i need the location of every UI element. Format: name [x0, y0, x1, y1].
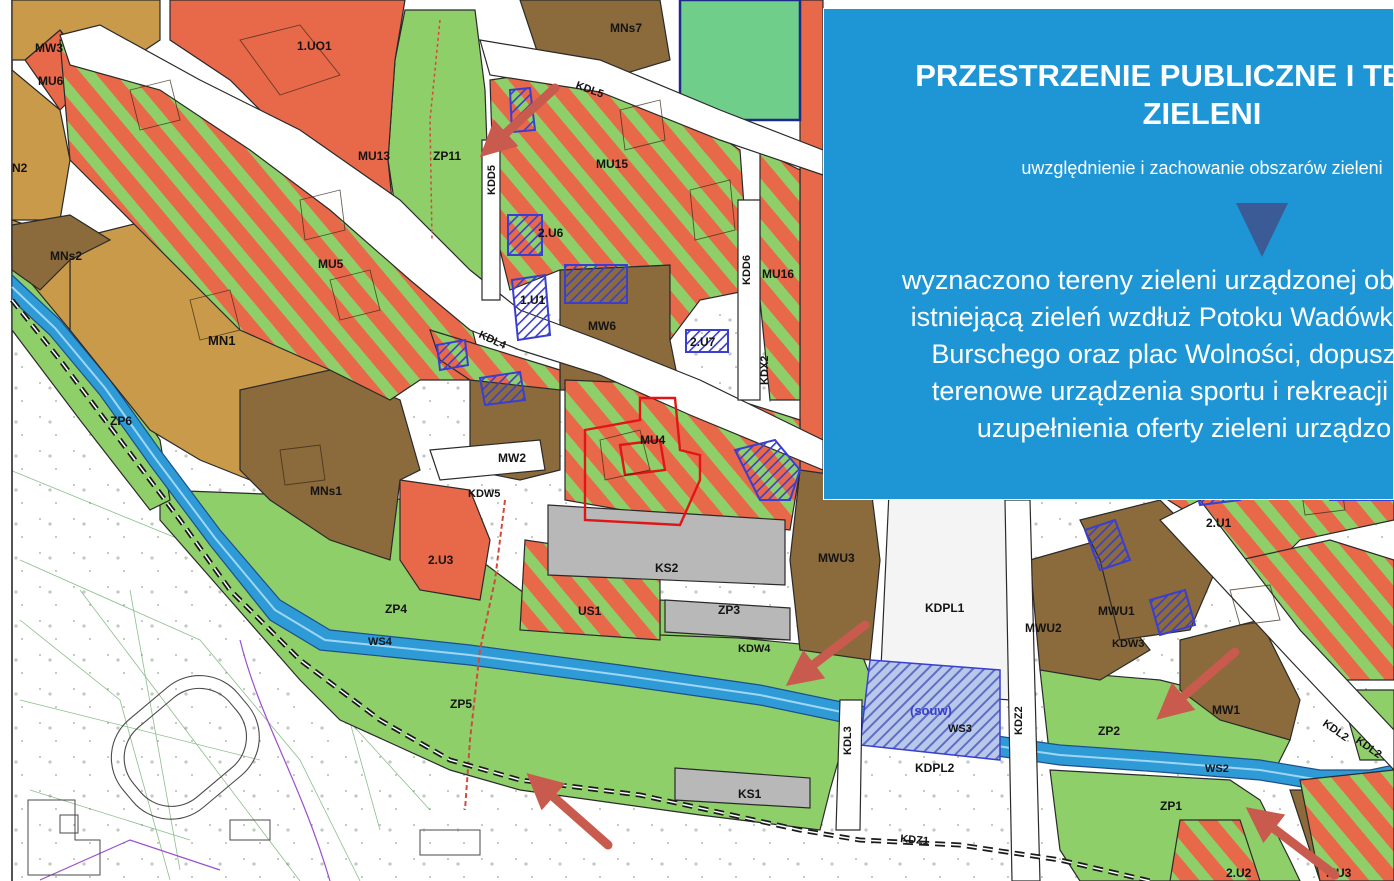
label-mns2: MNs2 [50, 249, 82, 263]
panel-body-line: Burschego oraz plac Wolności, dopuszczaj… [931, 339, 1394, 369]
parking-zones [547, 504, 811, 809]
label-2u7: 2.U7 [690, 335, 716, 349]
zone-labels: MW3 MU6 N2 1.UO1 MNs7 KDL5 MU13 ZP11 KDD… [12, 21, 1384, 880]
label-ws4: WS4 [368, 636, 393, 648]
pointer-arrow-zp1 [1245, 807, 1340, 880]
mu4-outline [583, 396, 702, 527]
label-kdd5: KDD5 [486, 165, 498, 195]
label-1uo1: 1.UO1 [297, 39, 332, 53]
pointer-arrow-zp11 [479, 83, 560, 158]
label-mu5: MU5 [318, 257, 344, 271]
label-mu16: MU16 [762, 267, 794, 281]
panel-title-line1: PRZESTRZENIE PUBLICZNE I TERENY [915, 58, 1393, 93]
label-zp11: ZP11 [433, 149, 461, 163]
label-zp4: ZP4 [385, 602, 407, 616]
label-mns1: MNs1 [310, 484, 342, 498]
red-dotted-line [429, 19, 441, 241]
label-zp3: ZP3 [718, 603, 740, 617]
label-mns7: MNs7 [610, 21, 642, 35]
label-kdz1: KDZ1 [900, 833, 930, 847]
panel-body-line: terenowe urządzenia sportu i rekreacji w… [931, 376, 1393, 406]
label-mu4: MU4 [640, 433, 666, 447]
label-mu6: MU6 [38, 74, 64, 88]
label-2u6: 2.U6 [538, 226, 564, 240]
label-us1: US1 [578, 604, 602, 618]
hatched-mixed-zones [59, 39, 1394, 881]
label-mu15: MU15 [596, 157, 628, 171]
label-souw: (souw) [910, 703, 952, 718]
label-mn1: MN1 [208, 333, 235, 348]
label-2u3: 2.U3 [428, 553, 454, 567]
label-mw6: MW6 [588, 319, 616, 333]
roads [59, 24, 1394, 881]
label-kdx2: KDX2 [759, 356, 771, 385]
panel-body-line: uzupełnienia oferty zieleni urządzonej [976, 413, 1394, 443]
panel-title: PRZESTRZENIE PUBLICZNE I TERENY ZIELENI [824, 57, 1393, 133]
label-kdw3: KDW3 [1112, 638, 1144, 650]
label-ks2: KS2 [655, 561, 679, 575]
label-mwu3: MWU3 [818, 551, 855, 565]
info-panel: PRZESTRZENIE PUBLICZNE I TERENY ZIELENI … [823, 8, 1394, 500]
label-kdpl2: KDPL2 [915, 761, 955, 775]
small-buildings-left [27, 799, 481, 876]
label-n2: N2 [12, 161, 28, 175]
plan-boundary-inner [11, 299, 1151, 881]
label-2u1: 2.U1 [1206, 516, 1232, 530]
plaza-kdpl1 [859, 469, 1011, 761]
panel-body-line: wyznaczono tereny zieleni urządzonej obe… [901, 265, 1394, 295]
label-kdz2: KDZ2 [1013, 706, 1025, 735]
panel-title-line2: ZIELENI [1142, 96, 1262, 131]
label-mwu1: MWU1 [1098, 604, 1135, 618]
label-kdw4: KDW4 [738, 643, 771, 655]
label-mw1: MW1 [1212, 703, 1240, 717]
label-kdd6: KDD6 [741, 255, 753, 285]
label-zp1: ZP1 [1160, 799, 1182, 813]
label-mw2: MW2 [498, 451, 526, 465]
label-kdw5: KDW5 [468, 488, 500, 500]
label-zp5: ZP5 [450, 697, 472, 711]
label-zp6: ZP6 [110, 414, 132, 428]
sports-field [110, 675, 260, 820]
label-2u2: 2.U2 [1226, 866, 1252, 880]
stream [11, 273, 1394, 791]
label-1u1: 1.U1 [520, 293, 546, 307]
label-ws2: WS2 [1205, 763, 1229, 775]
pointer-arrow-zp5 [526, 773, 613, 850]
panel-body-line: istniejącą zieleń wzdłuż Potoku Wadówka,… [910, 302, 1393, 332]
label-zp2: ZP2 [1098, 724, 1120, 738]
down-arrow-icon [1236, 203, 1288, 257]
label-mw3: MW3 [35, 41, 63, 55]
label-kdpl1: KDPL1 [925, 601, 965, 615]
building-outlines [129, 24, 1346, 626]
label-ks1: KS1 [738, 787, 762, 801]
label-kdl3: KDL3 [842, 726, 854, 755]
label-ws3: WS3 [948, 723, 972, 735]
pointer-arrow-zp4 [785, 620, 870, 686]
panel-body: wyznaczono tereny zieleni urządzonej obe… [824, 262, 1394, 447]
panel-subtitle: uwzględnienie i zachowanie obszarów ziel… [1021, 158, 1383, 178]
label-mwu2: MWU2 [1025, 621, 1062, 635]
label-mu13: MU13 [358, 149, 390, 163]
pointer-arrow-zp2 [1156, 647, 1240, 720]
pointer-arrows [479, 83, 1340, 880]
